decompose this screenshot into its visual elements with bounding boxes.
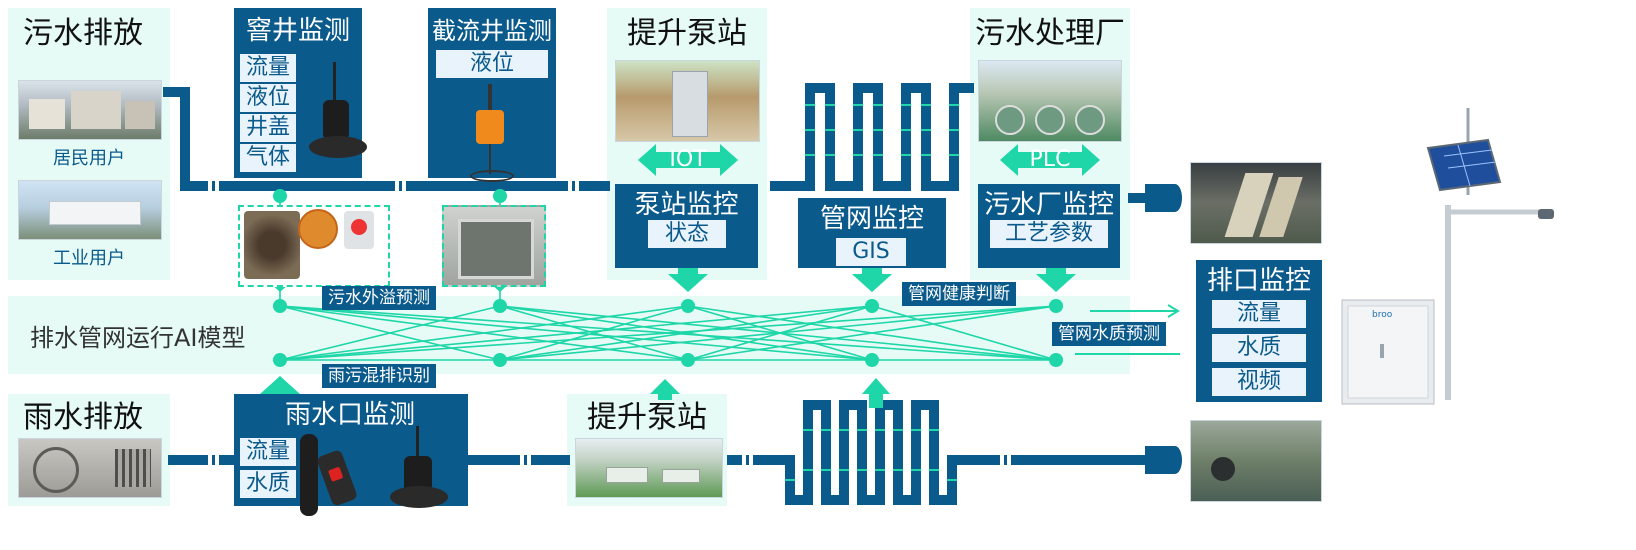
rain-outlet-monitoring-title: 雨水口监测 <box>284 400 415 430</box>
interceptor-well-photo <box>442 205 546 287</box>
overflow-prediction-label: 污水外溢预测 <box>322 286 436 310</box>
rain-sensor-devices <box>300 426 464 518</box>
meander-couplings-bottom <box>785 429 957 481</box>
manhole-param-cover: 井盖 <box>240 114 296 142</box>
level-sensor-device <box>470 84 514 184</box>
lift-pump-station-bottom-title: 提升泵站 <box>587 400 707 435</box>
residential-photo <box>18 80 162 140</box>
solar-monitoring-pole <box>1426 108 1554 400</box>
rain-main-pipe <box>168 400 1150 505</box>
outlet-param-video: 视频 <box>1212 368 1306 396</box>
interceptor-well-title: 截流井监测 <box>432 17 552 45</box>
lift-pump-station-top-title: 提升泵站 <box>627 16 747 51</box>
pump-station-control-title: 泵站监控 <box>634 190 739 220</box>
sewage-plant-control-title: 污水厂监控 <box>983 190 1114 220</box>
ai-network-lines <box>279 198 1057 361</box>
industrial-caption: 工业用户 <box>53 248 125 269</box>
pump-station-param-status: 状态 <box>648 220 726 248</box>
industrial-photo <box>18 180 162 240</box>
pump-station-photo <box>615 60 760 142</box>
rain-outlet-pipe-end <box>1145 446 1182 474</box>
manhole-photo-group <box>238 205 390 287</box>
interceptor-well-panel <box>428 8 556 178</box>
pipe-joints-top <box>208 180 579 192</box>
outlet-monitoring-title: 排口监控 <box>1206 266 1311 296</box>
pipe-network-down-arrow <box>852 262 892 292</box>
pipe-health-label: 管网健康判断 <box>902 282 1016 306</box>
ai-network-nodes <box>273 189 1063 367</box>
manhole-monitoring-title: 窨井监测 <box>245 16 350 46</box>
rain-discharge-photo <box>18 438 162 498</box>
monitoring-cabinet <box>1341 299 1435 405</box>
residential-caption: 居民用户 <box>53 148 125 169</box>
rain-discharge-title: 雨水排放 <box>23 400 143 435</box>
protocol-double-arrows <box>638 144 1100 176</box>
cabinet-brand-label: broo <box>1372 310 1393 320</box>
iot-label: IOT <box>669 147 707 172</box>
ai-to-outlet-arrows <box>1075 304 1180 355</box>
plc-label: PLC <box>1029 147 1071 172</box>
rain-outlet-param-flow: 流量 <box>240 438 296 466</box>
mixed-discharge-label: 雨污混排识别 <box>322 364 436 388</box>
sewage-plant-photo <box>978 60 1122 142</box>
water-quality-prediction-label: 管网水质预测 <box>1052 322 1166 346</box>
pipe-network-param-gis: GIS <box>836 238 906 266</box>
outlet-param-flow: 流量 <box>1212 300 1306 328</box>
ai-model-band <box>8 296 1130 374</box>
rain-outlet-photo <box>1190 420 1322 502</box>
ai-model-title: 排水管网运行AI模型 <box>30 324 246 352</box>
sewage-outlet-photo <box>1190 162 1322 244</box>
manhole-param-flow: 流量 <box>240 54 296 82</box>
manhole-param-level: 液位 <box>240 84 296 112</box>
meander-couplings-top <box>805 104 959 156</box>
rain-outlet-param-quality: 水质 <box>240 470 296 498</box>
pipe-network-control-title: 管网监控 <box>819 204 924 234</box>
outlet-param-quality: 水质 <box>1212 334 1306 362</box>
pipe-joints-bottom <box>208 454 1011 466</box>
manhole-sensor-device <box>305 62 369 172</box>
sewage-plant-title: 污水处理厂 <box>975 16 1125 51</box>
sewage-discharge-title: 污水排放 <box>23 16 143 51</box>
interceptor-param-level: 液位 <box>436 50 548 78</box>
sewage-outlet-pipe-end <box>1145 184 1182 212</box>
manhole-param-gas: 气体 <box>240 144 296 172</box>
sewage-plant-param-process: 工艺参数 <box>990 220 1108 248</box>
lift-pump-station-bottom-photo <box>575 438 723 498</box>
